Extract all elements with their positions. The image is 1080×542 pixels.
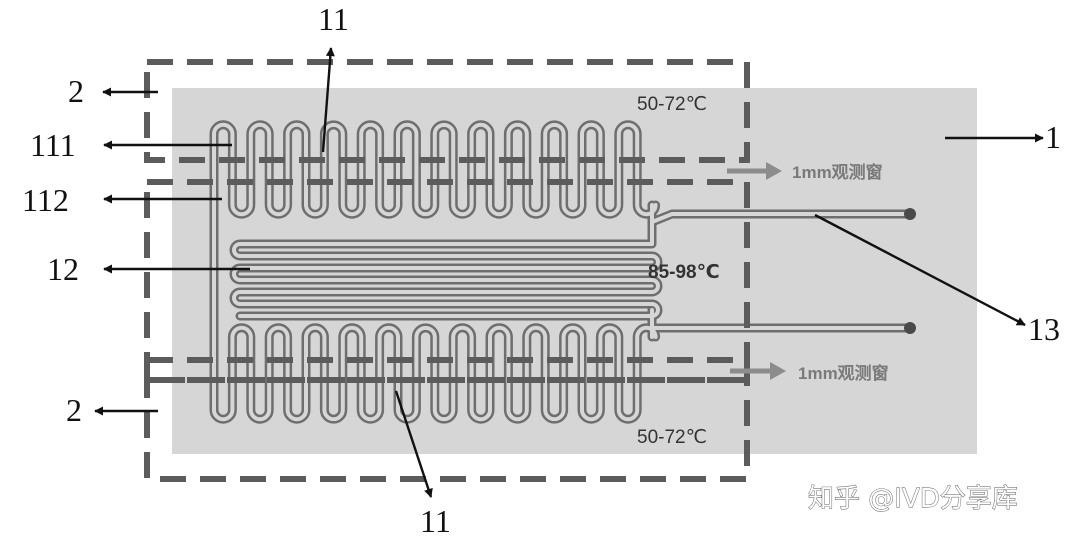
arrow-11-bottom: [394, 390, 433, 498]
temp-label-bottom: 50-72℃: [637, 427, 707, 448]
outlet-port-bottom: [904, 322, 916, 334]
label-111: 111: [30, 127, 76, 163]
zone-2-bottom-frame: [144, 357, 750, 482]
temp-label-middle: 85-98℃: [648, 262, 720, 283]
temp-label-top: 50-72℃: [637, 94, 707, 115]
label-11-top: 11: [318, 1, 349, 37]
heating-zones: [144, 59, 750, 482]
zone-2-top-frame: [144, 59, 750, 163]
window-label-bottom: 1mm观测窗: [798, 363, 889, 383]
outlet-port-top: [904, 208, 916, 220]
label-12: 12: [47, 251, 79, 287]
watermark: 知乎 @IVD分享库: [808, 484, 1018, 514]
label-112: 112: [22, 182, 69, 218]
callout-arrows: [94, 47, 1044, 498]
label-2-bottom: 2: [66, 392, 82, 428]
label-11-bottom: 11: [420, 503, 451, 539]
label-13: 13: [1028, 311, 1060, 347]
arrow-11-top: [321, 47, 335, 153]
label-2-top: 2: [68, 73, 84, 109]
label-1: 1: [1045, 119, 1061, 155]
arrow-13: [814, 213, 1026, 327]
observation-arrows: [727, 162, 786, 380]
window-label-top: 1mm观测窗: [792, 162, 883, 182]
